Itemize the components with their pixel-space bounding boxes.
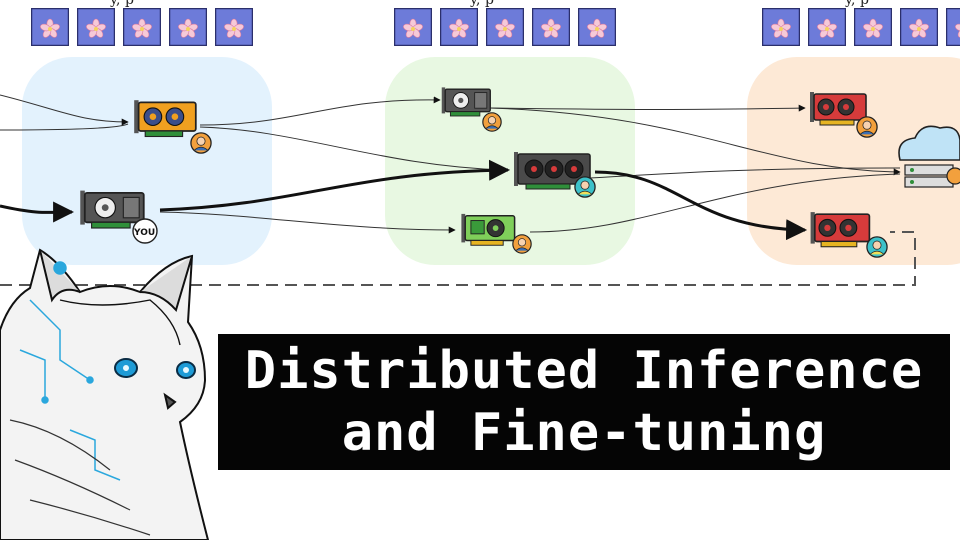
title-line-2: and Fine-tuning [341,403,827,463]
flower-token-icon [854,8,892,46]
path-thin-5 [489,104,806,112]
flower-token-icon [394,8,432,46]
path-thin-3 [199,126,506,171]
path-thin-1 [0,94,129,126]
avatar-icon [482,112,502,132]
avatar-icon [856,116,878,138]
title-banner: Distributed Inference and Fine-tuning [218,334,950,470]
you-label: YOU [133,228,155,238]
flower-token-icon [486,8,524,46]
clipped-header-3: y, p [844,0,869,8]
avatar-icon [190,132,212,154]
gpu-icon [809,211,871,248]
flower-token-icon [440,8,478,46]
token-row-3 [762,8,960,46]
cloud-server-icon [898,125,960,188]
avatar-icon [512,234,532,254]
gpu-icon [460,213,516,247]
flower-token-icon [532,8,570,46]
avatar-icon [866,236,888,258]
flower-token-icon [215,8,253,46]
bold-path-3 [594,170,808,241]
avatar-icon [946,167,960,185]
flower-token-icon [900,8,938,46]
flower-token-icon [77,8,115,46]
gpu-icon [133,99,197,138]
flower-token-icon [169,8,207,46]
token-row-2 [394,8,616,46]
token-row-1 [31,8,253,46]
title-line-1: Distributed Inference [244,341,924,401]
clipped-header-1: y, p [109,0,134,8]
gpu-icon [809,91,867,126]
flower-token-icon [31,8,69,46]
gpu-blue-you: YOU [79,189,158,244]
clipped-header-2: y, p [469,0,494,8]
cat-mascot [0,248,210,540]
path-thin-2 [199,96,441,126]
flower-token-icon [123,8,161,46]
bold-path [0,159,808,241]
flower-token-icon [946,8,960,46]
dashed-return-path [0,231,916,286]
bold-path-1 [0,201,75,223]
gpu-icon [441,86,491,117]
you-avatar-icon [132,218,158,244]
flower-token-icon [762,8,800,46]
avatar-icon [574,176,596,198]
bold-path-2 [159,159,511,212]
flower-token-icon [808,8,846,46]
clipped-header-texts: y, p y, p y, p [109,0,869,8]
flower-token-icon [578,8,616,46]
gpu-icon [79,189,145,229]
path-thin-4 [159,211,456,234]
